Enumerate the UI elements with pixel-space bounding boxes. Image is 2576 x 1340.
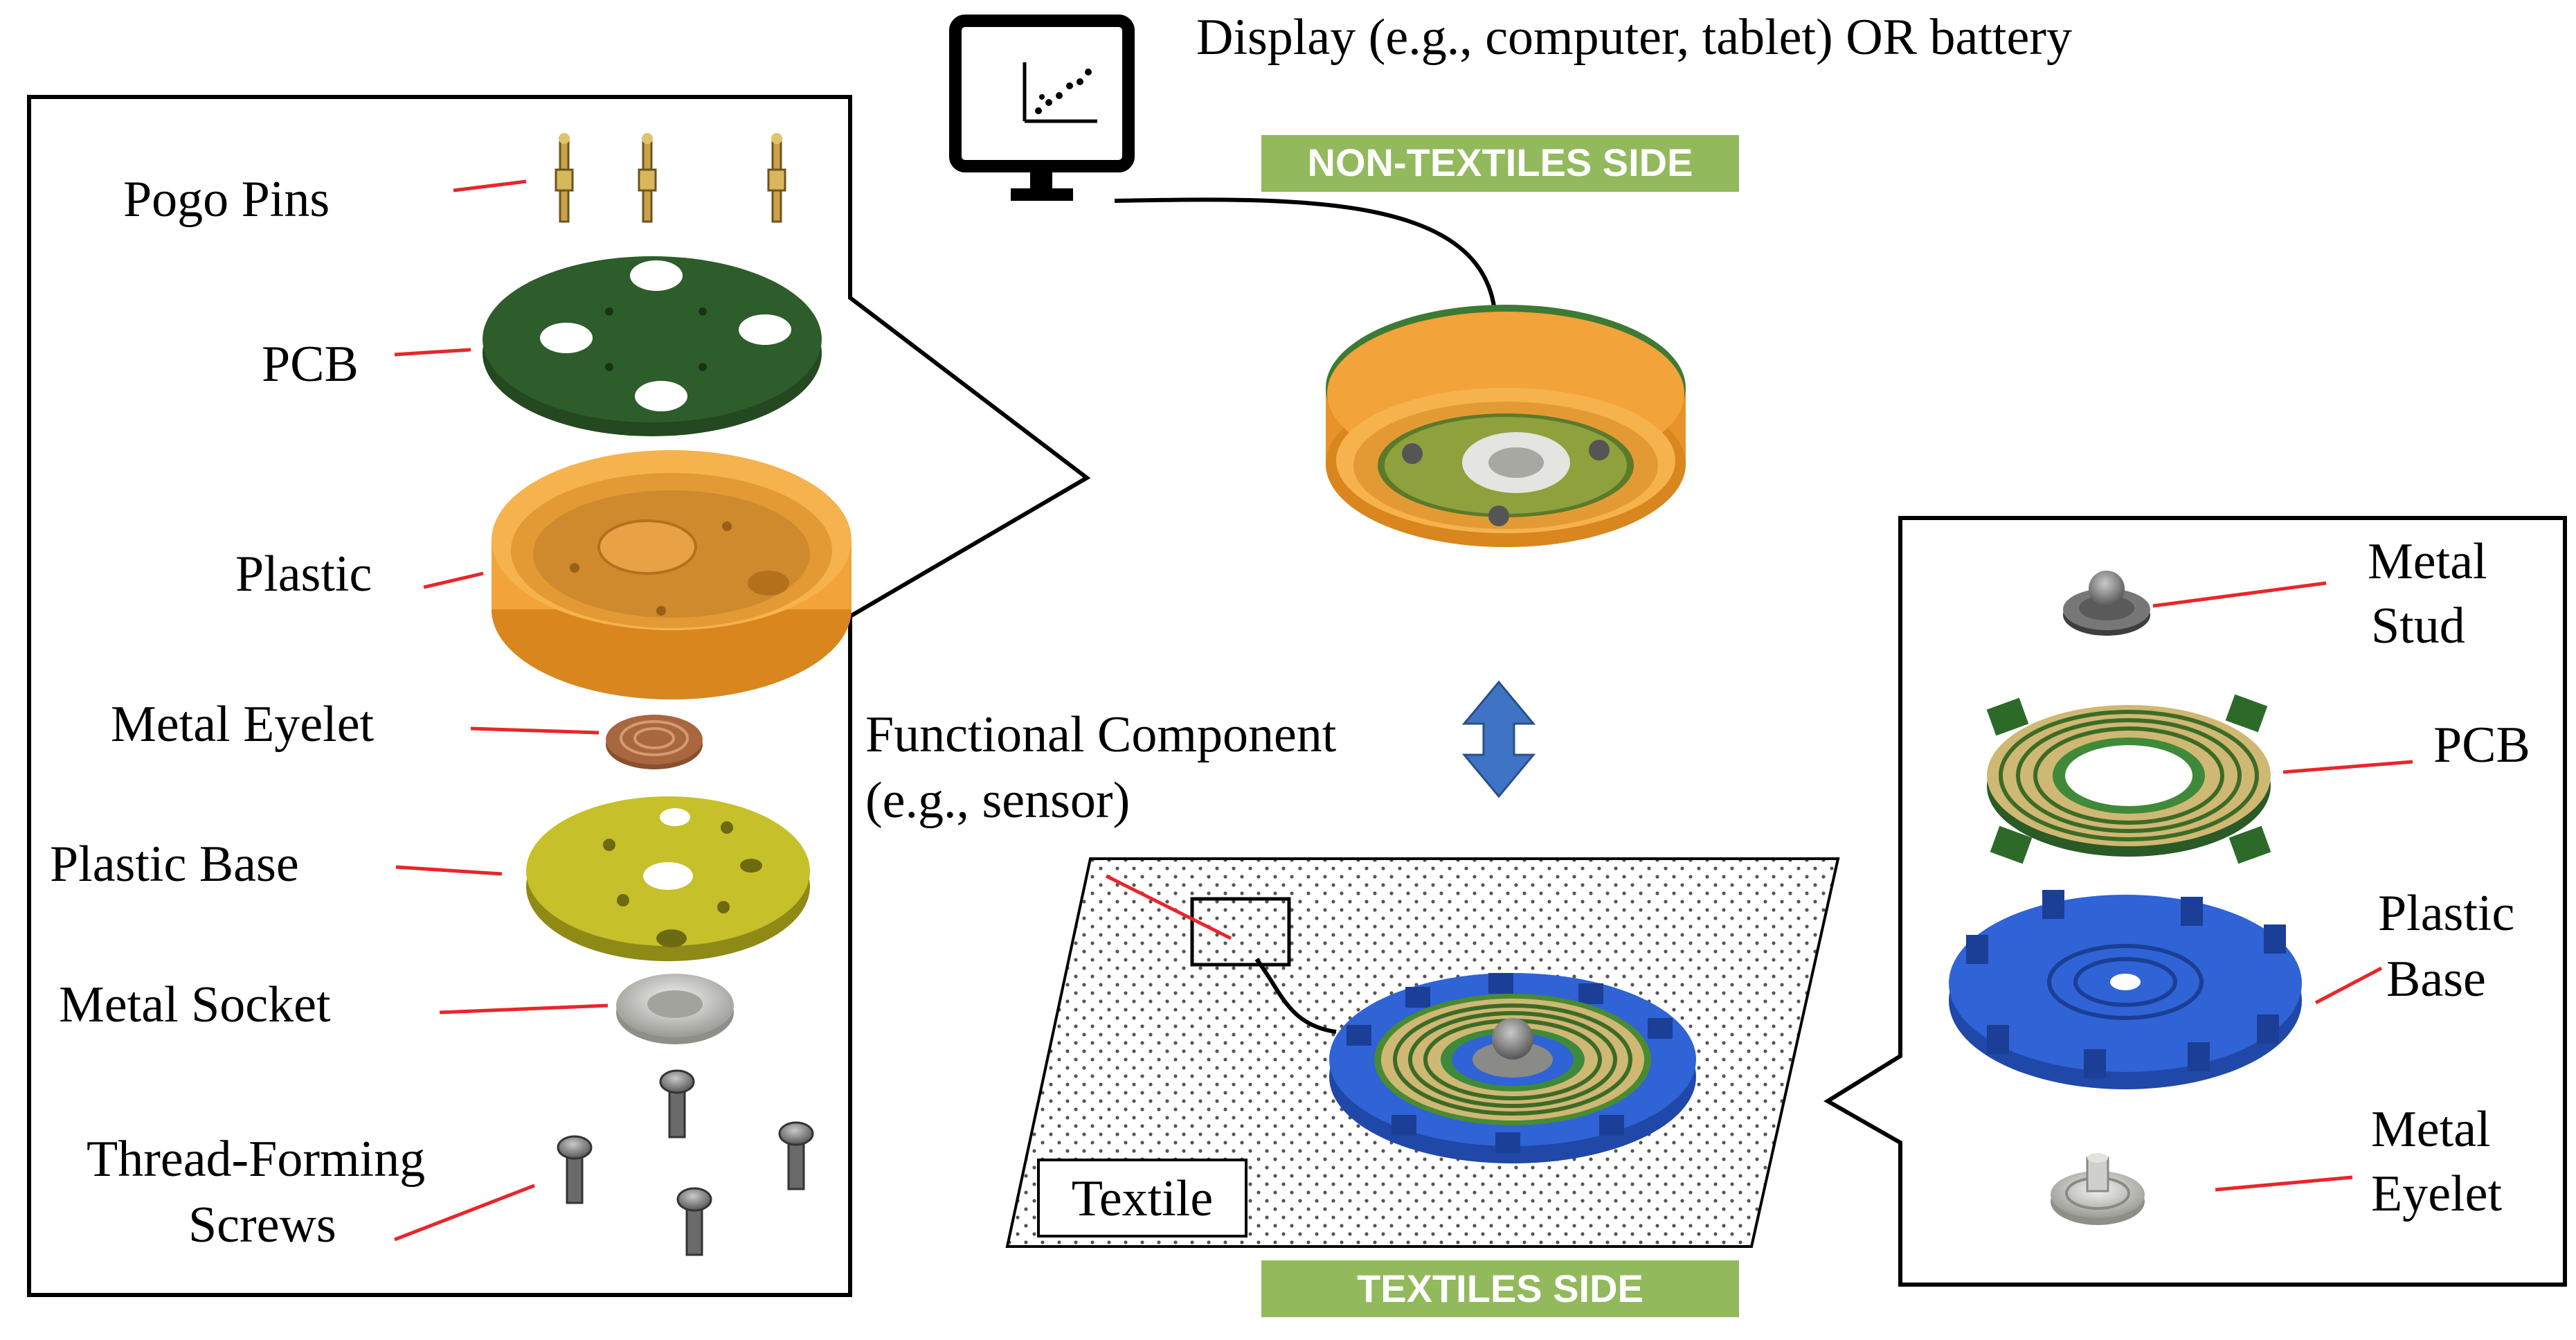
display-caption: Display (e.g., computer, tablet) OR batt… (1196, 9, 2072, 66)
leader-line (2215, 1175, 2353, 1192)
textile-sheet: Textile (1005, 857, 1840, 1248)
metal-socket (616, 974, 734, 1044)
scatter-plot-icon (1023, 62, 1097, 123)
pcb-ring (1986, 694, 2271, 864)
label-plastic: Plastic (235, 546, 372, 602)
label-metal-stud-line2: Stud (2371, 598, 2465, 654)
label-screws-line2: Screws (188, 1197, 336, 1253)
non-textiles-side-label: NON-TEXTILES SIDE (1308, 141, 1693, 184)
label-metal-socket: Metal Socket (59, 976, 331, 1033)
leader-line (439, 1003, 609, 1015)
textiles-side-label: TEXTILES SIDE (1357, 1267, 1643, 1310)
pcb-disc (483, 256, 822, 436)
metal-stud (2063, 571, 2150, 636)
leader-line (453, 179, 527, 193)
leader-line (2314, 966, 2383, 1005)
leader-line (423, 571, 484, 589)
textile-label-box: Textile (1037, 1159, 1248, 1238)
assembled-connector-top (1326, 305, 1686, 547)
label-screws-line1: Thread-Forming (87, 1131, 425, 1188)
metal-eyelet-copper (606, 715, 703, 769)
leader-line (394, 1183, 535, 1242)
display-monitor (949, 15, 1135, 201)
monitor-icon (949, 15, 1135, 172)
textiles-side-badge: TEXTILES SIDE (1261, 1260, 1739, 1317)
leader-line (2152, 581, 2327, 608)
leader-line (2282, 760, 2413, 774)
sensor-wire (1254, 958, 1337, 1034)
thread-forming-screws (557, 1069, 814, 1256)
pogo-pins (555, 133, 786, 223)
functional-component-box (1190, 897, 1291, 967)
label-pcb: PCB (262, 336, 359, 393)
display-cable (1114, 197, 1497, 319)
label-plastic-base-right-line1: Plastic (2378, 885, 2514, 942)
plastic-base-blue (1949, 890, 2302, 1089)
left-exploded-panel: Pogo Pins PCB (27, 95, 1091, 1297)
label-metal-eyelet: Metal Eyelet (111, 696, 375, 753)
label-plastic-base: Plastic Base (50, 836, 299, 893)
leader-line (394, 348, 471, 357)
leader-line (470, 726, 600, 735)
left-panel-callout-frame (27, 95, 1091, 1297)
label-pogo-pins: Pogo Pins (123, 171, 330, 228)
label-metal-stud-line1: Metal (2368, 533, 2487, 590)
leader-line (395, 865, 503, 876)
functional-component-line1: Functional Component (865, 706, 1337, 763)
right-exploded-panel: Metal Stud PCB (1823, 516, 2567, 1287)
label-pcb-right: PCB (2433, 717, 2530, 774)
right-panel-callout-frame (1823, 516, 2567, 1287)
plastic-housing (492, 450, 852, 699)
plastic-base-yellow (526, 796, 810, 961)
functional-component-line2: (e.g., sensor) (865, 772, 1130, 829)
label-metal-eyelet-right-line1: Metal (2371, 1101, 2491, 1158)
label-plastic-base-right-line2: Base (2386, 951, 2486, 1008)
label-metal-eyelet-right-line2: Eyelet (2371, 1165, 2502, 1222)
leader-line (1105, 874, 1232, 940)
textile-label: Textile (1072, 1170, 1213, 1227)
metal-eyelet-right (2051, 1153, 2145, 1225)
non-textiles-side-badge: NON-TEXTILES SIDE (1261, 135, 1739, 192)
assembled-connector-textile (1329, 973, 1696, 1163)
connect-arrow (1461, 680, 1536, 798)
